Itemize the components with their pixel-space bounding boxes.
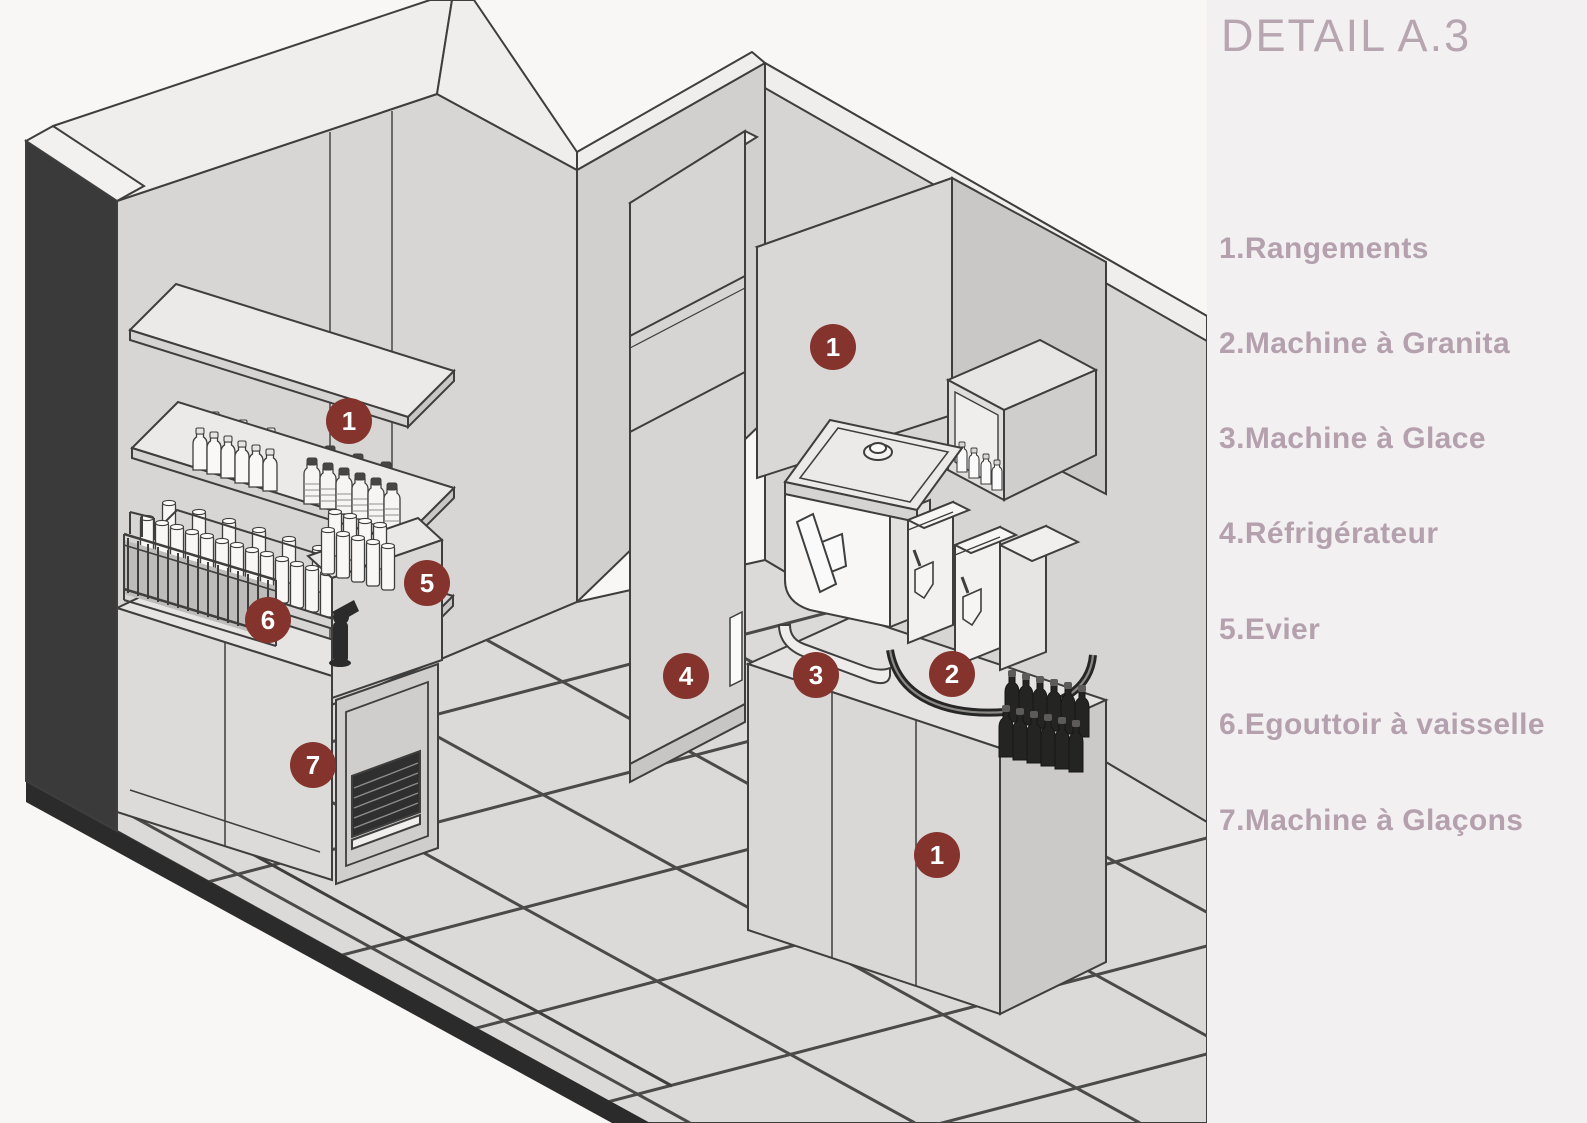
marker-evier: 5 <box>404 560 450 606</box>
drawing-area <box>24 0 1208 1123</box>
marker-machine-glace: 3 <box>793 652 839 698</box>
tall-cabinet-fridge <box>627 129 760 784</box>
marker-egouttoir: 6 <box>245 597 291 643</box>
legend-item-glace: 3.Machine à Glace <box>1219 422 1486 455</box>
open-cube-shelf <box>945 338 1099 502</box>
legend-item-evier: 5.Evier <box>1219 613 1321 646</box>
marker-refrigerateur: 4 <box>663 653 709 699</box>
marker-shelves: 1 <box>326 398 372 444</box>
ice-cream-machine <box>777 418 964 685</box>
legend-item-refrigerateur: 4.Réfrigérateur <box>1219 517 1439 550</box>
fridge-handle <box>729 610 743 688</box>
legend-item-egouttoir: 6.Egouttoir à vaisselle <box>1219 708 1545 741</box>
marker-rangements-bas: 1 <box>914 832 960 878</box>
legend-item-granita: 2.Machine à Granita <box>1219 327 1511 360</box>
faucet <box>329 600 359 667</box>
legend-panel: DETAIL A.3 1.Rangements 2.Machine à Gran… <box>1207 0 1587 1123</box>
marker-rangements-haut: 1 <box>810 324 856 370</box>
legend-item-rangements: 1.Rangements <box>1219 232 1429 265</box>
marker-machine-granita: 2 <box>929 651 975 697</box>
granita-machine <box>905 500 1081 672</box>
granita-tap <box>914 560 934 600</box>
marker-machine-glacons: 7 <box>290 742 336 788</box>
granita-tap <box>962 587 982 627</box>
wall-edge-panel <box>24 124 146 833</box>
upper-cabinets <box>754 176 1107 502</box>
page-title: DETAIL A.3 <box>1221 10 1472 61</box>
isometric-kitchen-drawing <box>24 0 1208 1123</box>
legend-item-glacons: 7.Machine à Glaçons <box>1219 804 1524 837</box>
